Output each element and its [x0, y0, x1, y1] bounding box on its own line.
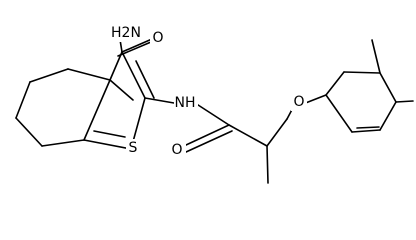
- bond: [343, 71, 381, 74]
- bond: [121, 38, 153, 53]
- bond: [371, 39, 381, 74]
- bond: [351, 129, 381, 133]
- acyl-oxygen-label: O: [170, 141, 186, 159]
- bond: [395, 100, 414, 103]
- amide-nh-text: NH: [175, 95, 196, 111]
- bond: [15, 117, 43, 147]
- bond: [109, 51, 123, 81]
- bond: [194, 102, 230, 126]
- bond: [121, 51, 146, 99]
- bond: [15, 81, 31, 119]
- bond: [185, 130, 233, 153]
- bond: [41, 139, 85, 147]
- amide-oxygen-text: O: [152, 30, 163, 46]
- acyl-oxygen-text: O: [171, 142, 182, 158]
- bond: [379, 72, 397, 103]
- atom-labels: H2N O S NH O O: [111, 24, 307, 159]
- bond: [266, 145, 269, 184]
- bond: [379, 101, 397, 131]
- ring-sulfur-text: S: [129, 140, 138, 156]
- bond: [83, 139, 132, 150]
- ether-oxygen-text: O: [293, 94, 304, 110]
- bond: [135, 60, 155, 99]
- bond: [29, 68, 69, 83]
- bond: [266, 118, 288, 147]
- bond: [93, 130, 126, 138]
- bond: [356, 126, 380, 129]
- amide-nh2-label: H2N: [111, 24, 141, 42]
- bond: [109, 79, 134, 101]
- bond: [185, 124, 230, 146]
- bond: [67, 68, 111, 81]
- amide-nh-label: NH: [174, 94, 198, 112]
- ether-oxygen-label: O: [291, 93, 307, 111]
- amide-nh2-text: H2N: [111, 25, 141, 41]
- bond: [325, 94, 353, 133]
- bond: [117, 41, 152, 57]
- ring-sulfur-label: S: [126, 139, 140, 157]
- amide-oxygen-label: O: [150, 29, 166, 47]
- bond: [83, 79, 111, 141]
- bond: [144, 97, 175, 104]
- chemical-structure: H2N O S NH O O: [15, 24, 414, 184]
- bond: [325, 71, 345, 96]
- bond: [228, 124, 268, 147]
- bonds: [15, 26, 414, 184]
